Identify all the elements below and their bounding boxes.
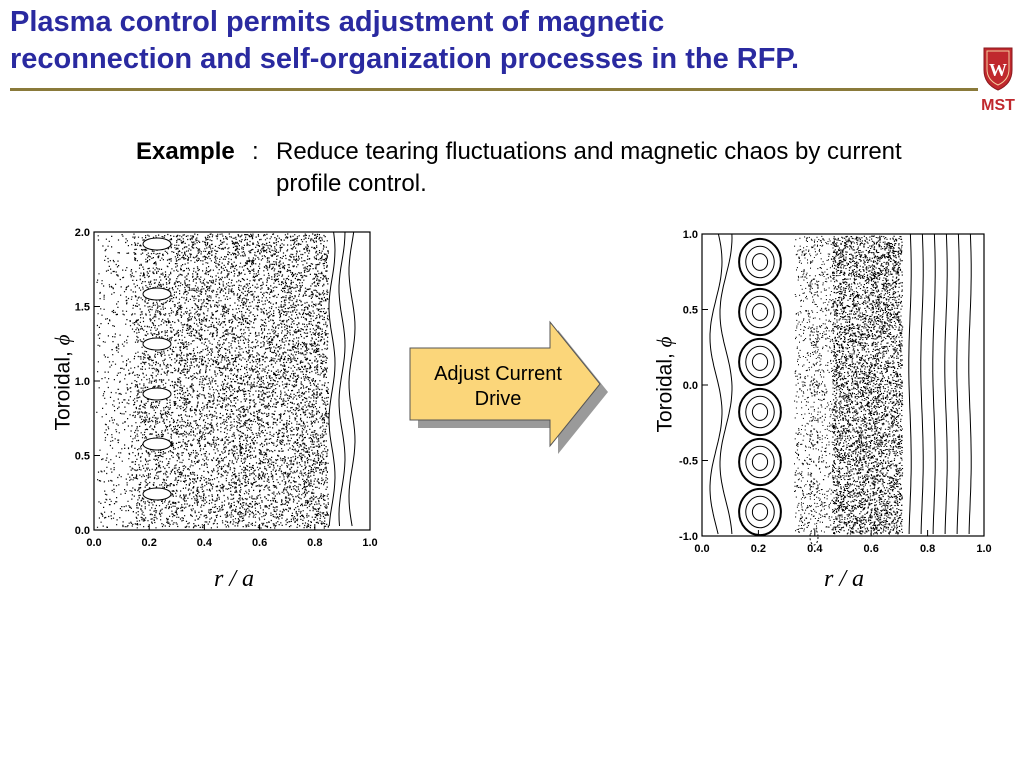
adjust-current-drive-arrow — [409, 320, 608, 454]
right-plot-y-tick-label: 0.5 — [683, 305, 698, 317]
arrow-label-line-1: Adjust Current — [434, 363, 562, 385]
right-y-axis-label: Toroidal, ϕ — [652, 336, 677, 433]
example-text: Reduce tearing fluctuations and magnetic… — [276, 138, 902, 197]
left-plot-x-tick-label: 1.0 — [362, 537, 377, 549]
right-plot-x-tick-label: 0.4 — [807, 543, 823, 555]
right-plot-y-tick-label: 0.0 — [683, 380, 698, 392]
title-line-2: reconnection and self-organization proce… — [10, 43, 800, 75]
left-plot-y-tick-label: 2.0 — [75, 227, 90, 239]
slide-title: Plasma control permits adjustment of mag… — [10, 4, 970, 78]
left-plot-axis-ticks: 0.0 0.2 0.4 0.6 0.8 1.0 0.0 0.5 1.0 1.5 2.0 — [75, 227, 378, 549]
logo-text: MST — [981, 97, 1015, 114]
left-plot-y-tick-label: 1.5 — [75, 302, 90, 314]
left-y-axis-label: Toroidal, ϕ — [50, 334, 75, 431]
right-plot-x-tick-label: 0.2 — [751, 543, 766, 555]
left-plot-x-tick-label: 0.6 — [252, 537, 267, 549]
left-plot-x-tick-label: 0.8 — [307, 537, 322, 549]
right-plot-x-tick-label: 0.0 — [694, 543, 709, 555]
left-x-axis-label: r / a — [214, 566, 255, 592]
mst-logo: W MST — [981, 47, 1015, 114]
left-plot-x-tick-label: 0.2 — [142, 537, 157, 549]
right-plot-x-tick-label: 0.6 — [864, 543, 879, 555]
right-plot-y-tick-label: -1.0 — [679, 531, 698, 543]
arrow-label-line-2: Drive — [474, 388, 522, 410]
example-label: Example — [136, 138, 235, 165]
left-plot-y-tick-label: 1.0 — [75, 376, 90, 388]
left-plot-x-tick-label: 0.4 — [197, 537, 213, 549]
right-plot-islands — [709, 233, 972, 546]
left-plot-x-tick-label: 0.0 — [86, 537, 101, 549]
right-x-axis-label: r / a — [824, 566, 865, 592]
right-poincare-plot: 0.0 0.2 0.4 0.6 0.8 1.0 -1.0 -0.5 0.0 0.5 1.0 — [679, 229, 992, 555]
title-line-1: Plasma control permits adjustment of mag… — [10, 6, 665, 38]
left-plot-y-tick-label: 0.5 — [75, 451, 90, 463]
right-plot-y-tick-label: -0.5 — [679, 456, 698, 468]
left-plot-islands — [142, 231, 356, 527]
right-plot-x-tick-label: 0.8 — [920, 543, 935, 555]
right-plot-chaotic-band — [794, 235, 904, 535]
right-plot-axis-ticks: 0.0 0.2 0.4 0.6 0.8 1.0 -1.0 -0.5 0.0 0.5 1.0 — [679, 229, 992, 555]
right-plot-y-tick-label: 1.0 — [683, 229, 698, 241]
title-divider — [10, 88, 978, 91]
arrow-label: Adjust Current Drive — [408, 362, 588, 412]
left-plot-y-tick-label: 0.0 — [75, 525, 90, 537]
left-poincare-plot: 0.0 0.2 0.4 0.6 0.8 1.0 0.0 0.5 1.0 1.5 2.0 — [75, 227, 378, 549]
logo-shield-letter: W — [989, 60, 1007, 80]
example-colon: : — [252, 138, 259, 165]
right-plot-x-tick-label: 1.0 — [976, 543, 991, 555]
